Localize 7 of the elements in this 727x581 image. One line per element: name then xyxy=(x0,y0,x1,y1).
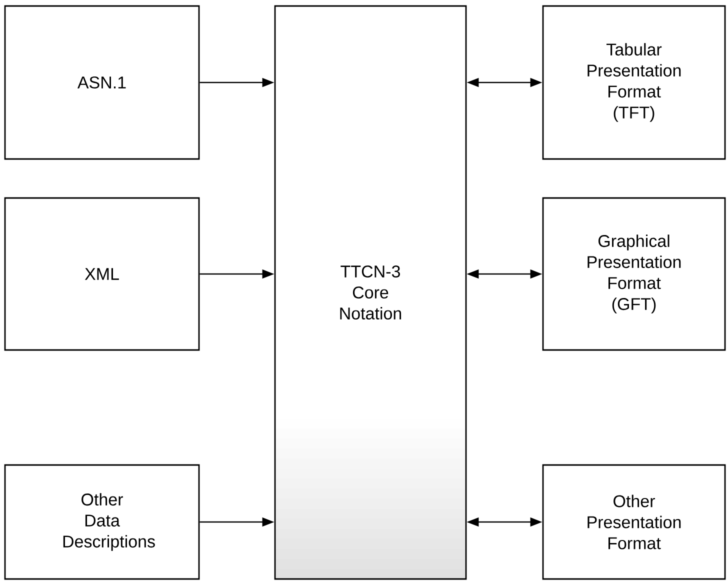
output-box: Other Presentation Format xyxy=(542,464,726,580)
output-box: Tabular Presentation Format (TFT) xyxy=(542,5,726,160)
input-box: ASN.1 xyxy=(4,5,200,160)
output-box: Graphical Presentation Format (GFT) xyxy=(542,197,726,351)
core-box: TTCN-3 Core Notation xyxy=(274,5,467,580)
input-box: Other Data Descriptions xyxy=(4,464,200,580)
input-box: XML xyxy=(4,197,200,351)
